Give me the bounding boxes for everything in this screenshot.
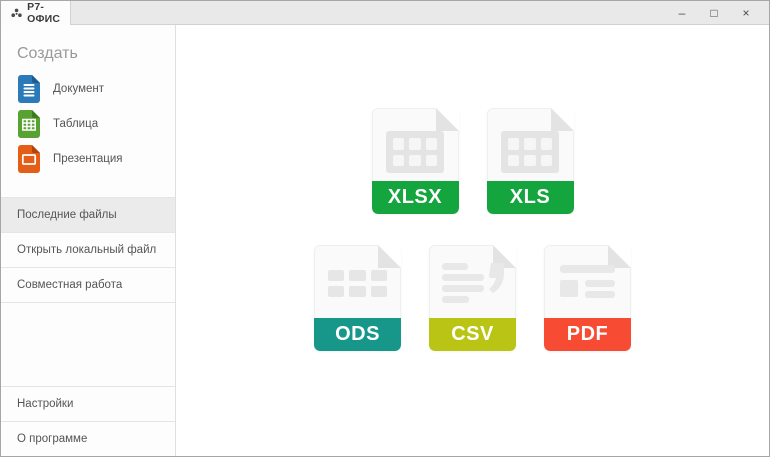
page-fold [493, 245, 516, 268]
table-blocks-graphic [327, 270, 388, 297]
create-header: Создать [17, 45, 78, 62]
menu-item-label: Совместная работа [17, 279, 123, 291]
maximize-button[interactable]: □ [710, 5, 718, 20]
sidebar-item-settings[interactable]: Настройки [1, 386, 175, 421]
page-icon: XLS [486, 108, 574, 214]
file-format-csv: CSV [429, 245, 516, 351]
page-icon: CSV [429, 245, 516, 351]
create-document-label: Документ [53, 82, 105, 95]
create-spreadsheet-label: Таблица [53, 117, 99, 130]
menu-item-label: Открыть локальный файл [17, 244, 157, 256]
tab-title: Р7-ОФИС [27, 1, 61, 25]
document-icon [18, 74, 40, 103]
format-banner: XLS [486, 181, 574, 214]
sidebar-item-about[interactable]: О программе [1, 421, 175, 456]
menu-item-label: О программе [17, 433, 88, 445]
content-area: Создать Документ [1, 25, 769, 456]
page-icon: PDF [544, 245, 631, 351]
page-fold [378, 245, 401, 268]
presentation-icon [18, 144, 40, 173]
sidebar-spacer [1, 303, 175, 386]
sidebar-item-open-local-file[interactable]: Открыть локальный файл [1, 232, 175, 267]
format-row-1: XLSX XLS [371, 108, 574, 214]
spreadsheet-table-graphic [386, 131, 444, 173]
sidebar: Создать Документ [1, 25, 176, 456]
format-row-2: ODS CSV [314, 245, 631, 351]
sidebar-menu: Последние файлы Открыть локальный файл С… [1, 197, 175, 303]
titlebar: Р7-ОФИС – □ × [1, 1, 769, 25]
page-icon: XLSX [371, 108, 459, 214]
titlebar-drag-area[interactable] [71, 1, 669, 24]
file-format-xls: XLS [486, 108, 574, 214]
minimize-button[interactable]: – [678, 5, 686, 20]
create-presentation-label: Презентация [53, 152, 123, 165]
window-controls: – □ × [669, 1, 769, 24]
sidebar-item-collaboration[interactable]: Совместная работа [1, 267, 175, 302]
close-button[interactable]: × [742, 5, 750, 20]
page-fold [550, 108, 574, 131]
format-banner: CSV [429, 318, 516, 351]
page-fold [435, 108, 459, 131]
format-banner: PDF [544, 318, 631, 351]
comma-glyph [488, 263, 504, 293]
create-spreadsheet-button[interactable]: Таблица [1, 106, 175, 141]
main-panel: XLSX XLS ODS [176, 25, 769, 456]
page-fold [608, 245, 631, 268]
spreadsheet-icon [18, 109, 40, 138]
app-tab[interactable]: Р7-ОФИС [1, 1, 71, 25]
page-icon: ODS [314, 245, 401, 351]
sidebar-footer: Настройки О программе [1, 386, 175, 456]
r7-logo-icon [11, 8, 22, 18]
file-format-ods: ODS [314, 245, 401, 351]
file-format-xlsx: XLSX [371, 108, 459, 214]
file-format-pdf: PDF [544, 245, 631, 351]
sidebar-item-recent-files[interactable]: Последние файлы [1, 197, 175, 232]
create-document-button[interactable]: Документ [1, 71, 175, 106]
create-presentation-button[interactable]: Презентация [1, 141, 175, 176]
csv-text-comma-graphic [441, 263, 504, 305]
format-banner: XLSX [371, 181, 459, 214]
format-banner: ODS [314, 318, 401, 351]
menu-item-label: Настройки [17, 398, 74, 410]
pdf-doc-graphic [559, 265, 617, 305]
menu-item-label: Последние файлы [17, 209, 117, 221]
spreadsheet-table-graphic [501, 131, 559, 173]
